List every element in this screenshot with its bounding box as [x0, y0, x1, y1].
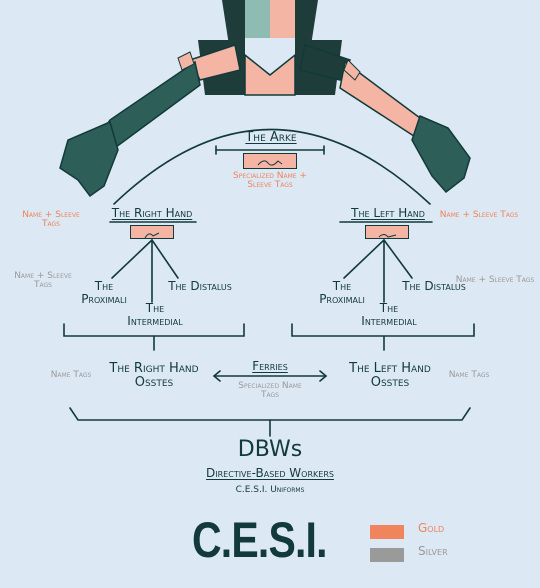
right-distalus: The Distalus — [402, 279, 466, 293]
right-hand-tag-note: Name + Sleeve Tags — [22, 210, 80, 230]
right-hand-title: The Right Hand — [111, 206, 193, 220]
dbws-uniforms: C.E.S.I. Uniforms — [235, 485, 305, 495]
left-intermedial: The Intermedial — [127, 301, 183, 328]
fingers-left-tag-note: Name + Sleeve Tags — [14, 271, 72, 291]
signature-mark — [378, 234, 397, 238]
arke-name-plate — [243, 153, 297, 169]
fingers-right-tag-note: Name + Sleeve Tags — [455, 275, 535, 285]
legend-label-gold: Gold — [418, 521, 445, 535]
dbws-subtitle: Directive-Based Workers — [206, 466, 334, 480]
right-hand-name-plate — [130, 225, 174, 239]
right-proximali: The Proximali — [319, 279, 365, 306]
left-hand-tag-note: Name + Sleeve Tags — [439, 210, 519, 220]
left-proximali: The Proximali — [81, 279, 127, 306]
osstes-right-tag-note: Name Tags — [50, 370, 92, 380]
legend-swatch-gold — [370, 525, 404, 539]
left-hand-name-plate — [365, 225, 409, 239]
cesi-logo-text: C.E.S.I. — [192, 512, 328, 568]
character-illustration — [59, 0, 471, 198]
arke-title: The Arke — [245, 130, 297, 145]
left-distalus: The Distalus — [168, 279, 232, 293]
ferries-note: Specialized Name Tags — [238, 381, 302, 400]
osstes-right-title: The Right Hand Osstes — [109, 361, 199, 390]
arke-tag-note: Specialized Name + Sleeve Tags — [233, 171, 307, 191]
dbws-title: DBWs — [237, 437, 303, 462]
osstes-left-title: The Left Hand Osstes — [349, 361, 431, 390]
legend-swatch-silver — [370, 548, 404, 562]
right-intermedial: The Intermedial — [361, 301, 417, 328]
signature-mark — [144, 232, 160, 239]
ferries-title: Ferries — [252, 359, 288, 373]
left-hand-title: The Left Hand — [351, 206, 425, 220]
legend-label-silver: Silver — [418, 544, 448, 558]
signature-mark — [257, 160, 283, 166]
osstes-left-tag-note: Name Tags — [448, 370, 490, 380]
